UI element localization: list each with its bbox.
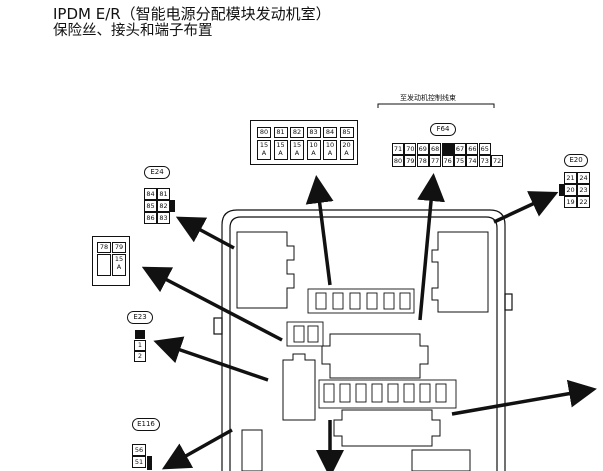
fuse-number: 82 (290, 127, 304, 138)
fuse-empty-slot (97, 254, 111, 276)
fuse-rating: 15 A (290, 140, 304, 160)
pin: 68 (429, 143, 442, 155)
fuse-number: 79 (112, 242, 126, 253)
pin: 79 (404, 155, 417, 167)
fuse-number: 78 (97, 242, 111, 253)
diagram-title: IPDM E/R（智能电源分配模块发动机室） 保险丝、接头和端子布置 (53, 6, 331, 40)
pin: 22 (577, 196, 590, 208)
fuse-rating: 15 A (112, 254, 126, 276)
fuse-rating: 10 A (306, 140, 321, 160)
pin: 23 (577, 184, 590, 196)
connector-key (559, 184, 564, 196)
relay-blocks (236, 231, 489, 471)
pin: 66 (466, 143, 479, 155)
pointer-arrows (141, 173, 597, 471)
module-fuse-row-top (307, 288, 415, 314)
fuse-number: 85 (339, 127, 354, 138)
pin: 2 (134, 351, 146, 362)
pin: 75 (454, 155, 466, 167)
connector-key (135, 330, 145, 339)
fuse-number: 81 (273, 127, 288, 138)
pin: 19 (564, 196, 577, 208)
pin: 71 (392, 143, 404, 155)
fuse-rating: 20 A (339, 140, 354, 160)
pin: 70 (404, 143, 417, 155)
connector-tag-e24: E24 (144, 166, 170, 179)
fuse-number: 80 (257, 127, 271, 138)
connector-tag-e116: E116 (132, 418, 160, 431)
pin: 82 (157, 200, 170, 212)
title-line-2: 保险丝、接头和端子布置 (53, 23, 213, 39)
connector-key (170, 200, 175, 212)
pin: 74 (466, 155, 479, 167)
pin: 81 (157, 188, 170, 200)
pin: 72 (491, 155, 504, 167)
pin: 51 (132, 456, 146, 468)
harness-bracket (377, 103, 495, 108)
pin: 67 (454, 143, 466, 155)
pin-blank (441, 143, 454, 155)
harness-label: 至发动机控制线束 (400, 94, 456, 102)
connector-tag-e20: E20 (564, 154, 588, 167)
connector-tag-e23: E23 (127, 311, 153, 324)
pin: 56 (132, 444, 146, 456)
pin: 80 (392, 155, 404, 167)
connector-tag-f64: F64 (430, 123, 456, 136)
pin: 85 (144, 200, 157, 212)
pin: 1 (134, 340, 146, 351)
fuse-rating: 10 A (323, 140, 337, 160)
module-fuse-row-bottom (318, 379, 457, 409)
pin: 86 (144, 212, 157, 224)
fuse-number: 84 (323, 127, 337, 138)
pin: 65 (478, 143, 491, 155)
pin: 77 (429, 155, 442, 167)
fuse-rating: 15 A (257, 140, 271, 160)
fuse-number: 83 (306, 127, 321, 138)
fuse-rating: 15 A (273, 140, 288, 160)
pin: 69 (416, 143, 429, 155)
pin: 84 (144, 188, 157, 200)
pin: 76 (441, 155, 454, 167)
pin: 20 (564, 184, 577, 196)
pin: 73 (478, 155, 491, 167)
title-line-1: IPDM E/R（智能电源分配模块发动机室） (53, 5, 331, 23)
pin: 78 (416, 155, 429, 167)
pin: 24 (577, 172, 590, 184)
connector-key (147, 456, 152, 470)
pin: 83 (157, 212, 170, 224)
module-fuse-pair (286, 321, 324, 347)
pin: 21 (564, 172, 577, 184)
